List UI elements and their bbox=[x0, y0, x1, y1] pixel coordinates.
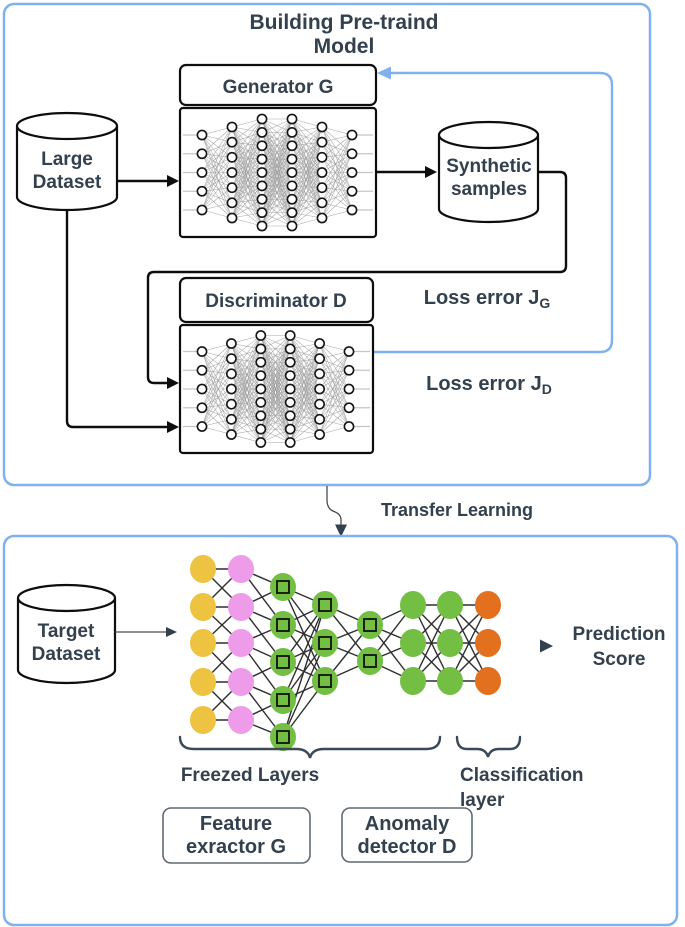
feature-extractor-box: Feature exractor G bbox=[162, 807, 311, 864]
prediction-label-line2: Score bbox=[593, 649, 646, 670]
loss-error-jg-label: Loss error JG bbox=[424, 287, 551, 311]
synthetic-input-arrowhead-icon bbox=[425, 166, 437, 178]
target-dataset-label-line2: Dataset bbox=[32, 644, 101, 665]
anomaly-detector-rect bbox=[341, 807, 473, 863]
anomaly-detector-label-line1: Anomaly bbox=[365, 813, 450, 835]
loss-g-subscript: G bbox=[539, 295, 550, 311]
large-dataset-label-line1: Large bbox=[41, 149, 93, 170]
classification-label-line1: Classification bbox=[460, 765, 584, 786]
synthetic-samples-cylinder: Synthetic samples bbox=[437, 120, 540, 224]
feature-extractor-rect bbox=[162, 807, 311, 864]
freezed-layers-brace bbox=[178, 735, 442, 759]
anomaly-detector-label-line2: detector D bbox=[358, 836, 457, 858]
large-dataset-cylinder: Large Dataset bbox=[15, 111, 119, 212]
prediction-label-line1: Prediction bbox=[573, 624, 666, 645]
cylinder-shape bbox=[15, 111, 119, 212]
feature-extractor-label-line1: Feature bbox=[200, 813, 272, 835]
feedback-arrowhead-icon bbox=[377, 66, 391, 80]
generator-input-arrowhead-icon bbox=[167, 175, 179, 187]
synthetic-to-discriminator-path bbox=[146, 170, 568, 385]
dataset-to-discriminator-path bbox=[65, 210, 167, 429]
synthetic-label-line2: samples bbox=[451, 179, 527, 200]
cylinder-shape bbox=[437, 120, 540, 224]
discriminator-network bbox=[183, 330, 370, 448]
feature-extractor-label-line2: exractor G bbox=[186, 836, 286, 858]
discriminator-header bbox=[178, 276, 375, 324]
loss-g-text: Loss error J bbox=[424, 287, 540, 309]
transfer-arrowhead-icon bbox=[335, 524, 347, 537]
cylinder-shape bbox=[16, 583, 117, 685]
discriminator-box: Discriminator D bbox=[178, 276, 375, 455]
generator-box: Generator G bbox=[178, 63, 378, 239]
transfer-learning-label: Transfer Learning bbox=[381, 500, 533, 520]
discriminator-lower-arrowhead-icon bbox=[167, 421, 179, 433]
prediction-arrowhead-icon bbox=[540, 639, 553, 653]
feedback-loop-arrow bbox=[374, 71, 614, 354]
discriminator-label: Discriminator D bbox=[205, 291, 346, 312]
freezed-layers-label: Freezed Layers bbox=[181, 765, 319, 786]
network-input-arrowhead-icon bbox=[166, 627, 177, 637]
anomaly-detector-box: Anomaly detector D bbox=[341, 807, 473, 863]
transfer-connector-path bbox=[326, 486, 342, 525]
classification-label-line2: layer bbox=[460, 790, 505, 811]
loss-d-text: Loss error J bbox=[426, 373, 542, 395]
large-dataset-label-line2: Dataset bbox=[33, 172, 102, 193]
synthetic-label-line1: Synthetic bbox=[446, 156, 532, 177]
generator-network bbox=[183, 113, 373, 232]
pretrain-title-line2: Model bbox=[314, 35, 375, 58]
pretrain-title-line1: Building Pre-traind bbox=[250, 11, 439, 34]
generator-header bbox=[178, 63, 378, 107]
loss-d-subscript: D bbox=[542, 381, 552, 397]
discriminator-upper-arrowhead-icon bbox=[167, 377, 179, 389]
generator-label: Generator G bbox=[223, 77, 334, 98]
target-dataset-label-line1: Target bbox=[38, 621, 95, 642]
transfer-network bbox=[190, 555, 501, 751]
loss-error-jd-label: Loss error JD bbox=[426, 373, 552, 397]
classification-layer-brace bbox=[455, 735, 522, 758]
target-dataset-cylinder: Target Dataset bbox=[16, 583, 117, 685]
